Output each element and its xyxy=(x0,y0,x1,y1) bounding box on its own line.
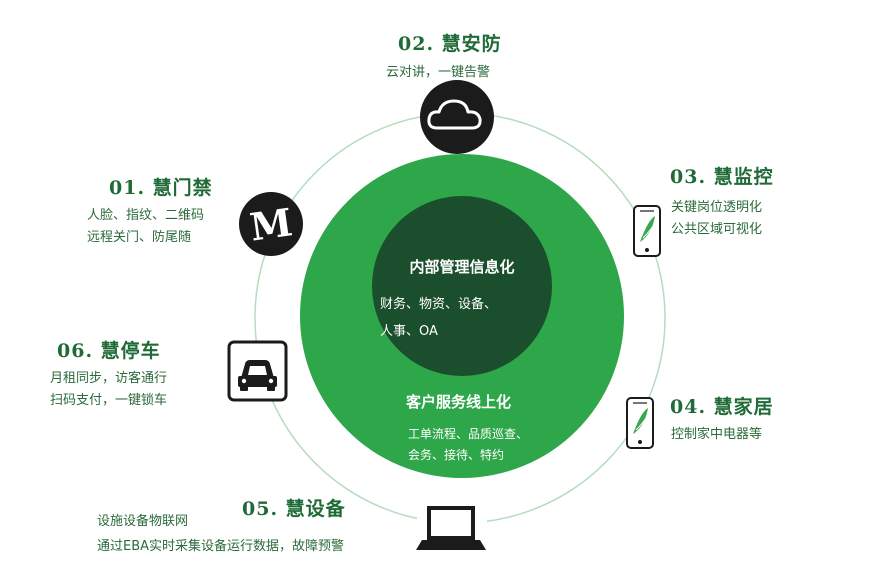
module-desc-line: 设施设备物联网 xyxy=(97,514,189,529)
svg-text:M: M xyxy=(247,199,295,249)
car-icon xyxy=(227,340,288,402)
module-desc-05: 设施设备物联网 通过EBA实时采集设备运行数据，故障预警 xyxy=(97,509,344,559)
module-desc-line: 通过EBA实时采集设备运行数据，故障预警 xyxy=(97,539,345,554)
module-title-04: 04. 慧家居 xyxy=(670,396,774,418)
module-title-05: 05. 慧设备 xyxy=(242,498,346,520)
module-desc-line: 远程关门、防尾随 xyxy=(87,230,192,245)
cloud-icon xyxy=(420,80,494,154)
outer-description: 工单流程、品质巡查、 会务、接待、特约 xyxy=(408,424,548,466)
inner-line: 财务、物资、设备、 xyxy=(380,297,498,312)
module-desc-line: 关键岗位透明化 xyxy=(671,200,763,215)
module-title-01: 01. 慧门禁 xyxy=(109,177,213,199)
module-title-02: 02. 慧安防 xyxy=(398,33,502,55)
module-desc-line: 云对讲，一键告警 xyxy=(386,65,491,80)
m-logo-icon: M xyxy=(239,192,303,256)
module-desc-line: 月租同步，访客通行 xyxy=(50,371,168,386)
inner-line: 人事、OA xyxy=(380,324,438,339)
phone-leaf-icon xyxy=(633,205,661,257)
module-desc-04: 控制家中电器等 xyxy=(671,424,762,446)
module-desc-01: 人脸、指纹、二维码 远程关门、防尾随 xyxy=(87,205,204,249)
module-title-03: 03. 慧监控 xyxy=(670,166,774,188)
outer-line: 工单流程、品质巡查、 xyxy=(408,427,529,441)
module-desc-02: 云对讲，一键告警 xyxy=(386,62,490,84)
inner-description: 财务、物资、设备、 人事、OA xyxy=(380,291,510,345)
module-title-06: 06. 慧停车 xyxy=(57,340,161,362)
module-desc-line: 控制家中电器等 xyxy=(671,427,763,442)
module-desc-06: 月租同步，访客通行 扫码支付，一键锁车 xyxy=(50,368,167,412)
module-desc-line: 扫码支付，一键锁车 xyxy=(50,393,168,408)
inner-dark-circle xyxy=(372,196,552,376)
module-desc-line: 公共区域可视化 xyxy=(671,222,763,237)
inner-title: 内部管理信息化 xyxy=(409,258,515,276)
module-desc-line: 人脸、指纹、二维码 xyxy=(87,208,205,223)
phone-leaf-icon xyxy=(626,397,654,449)
outer-line: 会务、接待、特约 xyxy=(408,448,505,462)
laptop-icon xyxy=(416,498,487,560)
outer-title: 客户服务线上化 xyxy=(406,393,512,411)
module-desc-03: 关键岗位透明化 公共区域可视化 xyxy=(671,197,762,241)
